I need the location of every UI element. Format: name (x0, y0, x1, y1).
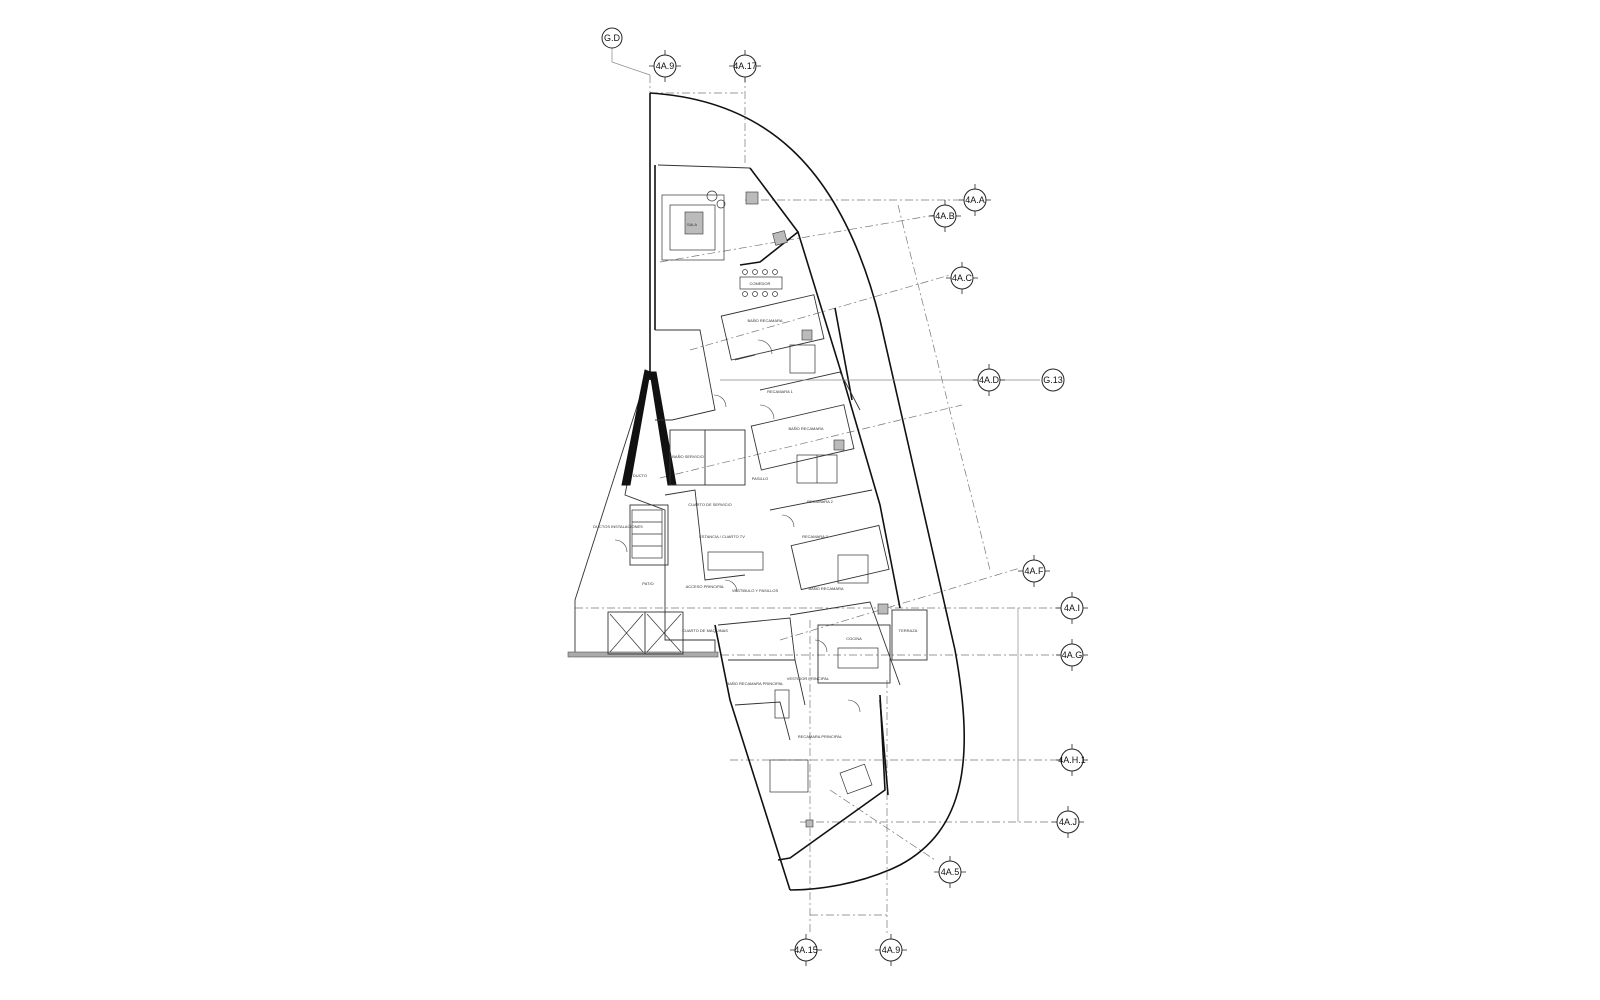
grid-lines (575, 75, 1060, 935)
room-label-recamara2: RECAMARA 2 (807, 499, 834, 504)
room-label-bano-principal: BAÑO RECAMARA PRINCIPAL (727, 681, 785, 686)
room-label-cuarto-servicio: CUARTO DE SERVICIO (688, 502, 732, 507)
room-label-bano-rec1: BAÑO RECAMARA (747, 318, 782, 323)
room-label-sala: SALA (687, 222, 698, 227)
bathtub-icon (774, 689, 790, 719)
svg-text:4A.G: 4A.G (1062, 650, 1083, 660)
grid-bubble-4a9-top: 4A.9 (649, 50, 681, 82)
grid-bubble-4a15: 4A.15 (790, 934, 822, 966)
armchair-icon (706, 190, 718, 202)
core-wall-left (621, 369, 651, 486)
grid-bubble-4aj: 4A.J (1052, 806, 1084, 838)
grid-bubble-4ai: 4A.I (1056, 592, 1088, 624)
bed-icon (789, 344, 816, 374)
svg-text:4A.I: 4A.I (1064, 603, 1080, 613)
kitchen-island-icon (837, 647, 879, 669)
room-label-terraza: TERRAZA (899, 628, 918, 633)
svg-text:4A.C: 4A.C (952, 273, 973, 283)
doors (614, 339, 861, 713)
room-label-bano-rec3: BAÑO RECAMARA (808, 586, 843, 591)
room-label-recamara-principal: RECAMARA PRINCIPAL (798, 734, 843, 739)
room-label-recamara3: RECAMARA 3 (802, 534, 829, 539)
svg-text:4A.F: 4A.F (1024, 566, 1044, 576)
grid-bubble-4a5: 4A.5 (934, 856, 966, 888)
room-label-vestidor: VESTIDOR PRINCIPAL (787, 676, 830, 681)
room-label-ducto: DUCTO (633, 473, 647, 478)
furniture (609, 190, 889, 828)
room-label-comedor: COMEDOR (750, 281, 771, 286)
svg-text:G.13: G.13 (1043, 375, 1063, 385)
curved-facade (649, 92, 966, 891)
svg-text:G.D: G.D (604, 33, 621, 43)
grid-bubble-4a9-bottom: 4A.9 (875, 934, 907, 966)
grid-bubbles: G.D G.13 4A.9 4A.17 4A.A 4A.B 4A.C 4A.D (601, 27, 1088, 966)
interior-walls (607, 294, 928, 741)
grid-bubble-gd: G.D (601, 27, 623, 49)
svg-text:4A.15: 4A.15 (794, 945, 818, 955)
room-label-cocina: COCINA (846, 636, 862, 641)
column-icon (745, 191, 759, 205)
svg-text:4A.B: 4A.B (935, 211, 955, 221)
dining-table-icon (739, 276, 783, 290)
room-label-patio: PATIO (642, 581, 653, 586)
grid-bubble-4af: 4A.F (1018, 555, 1050, 587)
room-label-acceso: ACCESO PRINCIPAL (686, 584, 726, 589)
grid-bubble-4ad: 4A.D (973, 364, 1005, 396)
grid-bubble-4ab: 4A.B (929, 200, 961, 232)
room-label-recamara1: RECAMARA 1 (767, 389, 794, 394)
svg-text:4A.D: 4A.D (979, 375, 1000, 385)
grid-bubble-4ah1: 4A.H.1 (1056, 744, 1088, 776)
room-label-cuarto-tv: ESTANCIA / CUARTO TV (699, 534, 745, 539)
room-label-bano-servicio: BAÑO SERVICIO (672, 454, 704, 459)
room-label-pasillo: PASILLO (752, 476, 768, 481)
grid-bubble-4aa: 4A.A (959, 184, 991, 216)
core-wall-right (649, 371, 677, 486)
grid-bubble-4a17: 4A.17 (729, 50, 761, 82)
grid-bubble-4ag: 4A.G (1056, 639, 1088, 671)
room-label-cuarto-maquinas: CUARTO DE MAQUINAS (682, 628, 728, 633)
coffee-table-icon (684, 211, 704, 235)
svg-text:4A.A: 4A.A (965, 195, 985, 205)
svg-text:4A.J: 4A.J (1059, 817, 1077, 827)
room-labels: SALA COMEDOR BAÑO RECAMARA RECAMARA 1 BA… (593, 222, 917, 739)
svg-text:4A.9: 4A.9 (656, 61, 675, 71)
room-label-bano-rec2: BAÑO RECAMARA (788, 426, 823, 431)
room-label-vestibulo: VESTIBULO Y PASILLOS (732, 588, 779, 593)
building-outline (567, 92, 966, 891)
svg-text:4A.9: 4A.9 (882, 945, 901, 955)
svg-text:4A.H.1: 4A.H.1 (1058, 755, 1086, 765)
grid-bubble-g13: G.13 (1041, 368, 1065, 392)
room-label-ductos-inst: DUCTOS INSTALACIONES (593, 524, 643, 529)
svg-text:4A.17: 4A.17 (733, 61, 757, 71)
sofa-icon (661, 194, 725, 261)
svg-text:4A.5: 4A.5 (941, 867, 960, 877)
grid-bubble-4ac: 4A.C (946, 262, 978, 294)
ground-slab (567, 651, 719, 658)
